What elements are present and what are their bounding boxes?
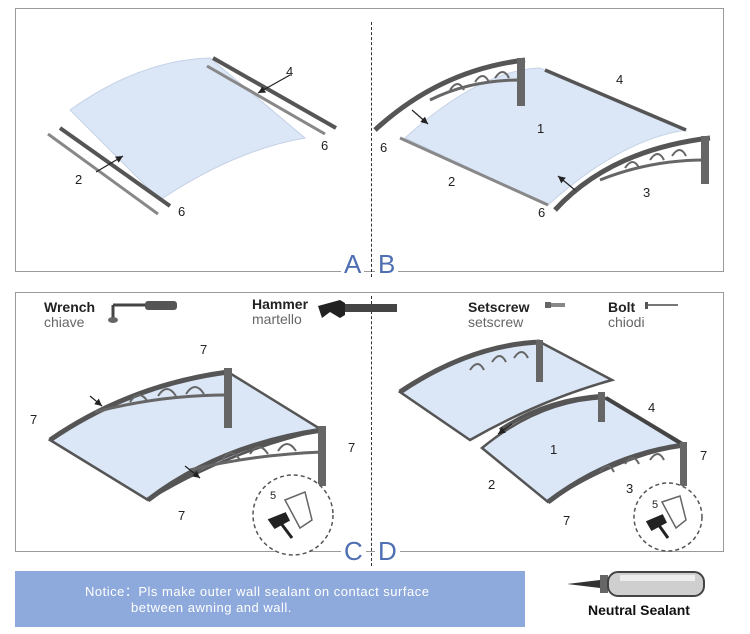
part-label: 3: [643, 185, 651, 200]
part-label: 7: [348, 440, 356, 455]
bolt-icon: [645, 302, 678, 309]
part-label: 2: [448, 174, 456, 189]
part-label: 4: [648, 400, 656, 415]
step-b-label: B: [375, 250, 399, 278]
divider-cd: [371, 296, 372, 566]
tool-bolt-alt: chiodi: [608, 314, 645, 330]
tool-setscrew: Setscrew setscrew: [468, 300, 529, 330]
step-d-label: D: [375, 537, 400, 565]
step-c-arrow-left: [89, 395, 103, 407]
step-c-detail-circle: [252, 474, 334, 556]
setscrew-icon: [545, 302, 565, 308]
notice-line-2: between awning and wall.: [131, 600, 292, 615]
part-label: 7: [563, 513, 571, 528]
part-label: 1: [550, 442, 558, 457]
sealant-tube-icon: [567, 571, 705, 597]
step-d-sheet-back: [397, 339, 616, 442]
wrench-icon: [108, 301, 177, 323]
step-a-label: A: [341, 250, 365, 278]
step-a-rail-bottom: [47, 126, 172, 216]
part-label: 5: [270, 490, 277, 502]
hammer-icon: [318, 300, 397, 318]
notice-line-1: Notice：Pls make outer wall sealant on co…: [85, 584, 430, 599]
part-label: 6: [538, 205, 546, 220]
part-label: 2: [488, 477, 496, 492]
divider-ab: [371, 22, 372, 277]
step-b-arrow-left: [411, 109, 429, 125]
part-label: 6: [380, 140, 388, 155]
tool-hammer: Hammer martello: [252, 297, 308, 327]
part-label: 7: [178, 508, 186, 523]
step-a-sheet: [69, 57, 307, 201]
tool-wrench-alt: chiave: [44, 314, 85, 330]
tool-hammer-name: Hammer: [252, 296, 309, 312]
sealant-label: Neutral Sealant: [588, 602, 690, 618]
part-label: 6: [321, 138, 329, 153]
step-b-arrow-right: [557, 175, 576, 191]
step-b-bracket-left: [373, 57, 526, 132]
step-d-sheet-front: [480, 392, 687, 504]
part-label: 6: [178, 204, 186, 219]
step-c-bracket-back: [48, 368, 232, 443]
step-d-detail-circle: [633, 482, 703, 552]
part-label: 7: [200, 342, 208, 357]
tool-setscrew-alt: setscrew: [468, 314, 524, 330]
tool-bolt: Bolt chiodi: [608, 300, 645, 330]
part-label: 1: [537, 121, 545, 136]
tool-setscrew-name: Setscrew: [468, 299, 530, 315]
step-a-rail-top: [206, 56, 337, 136]
part-label: 5: [652, 499, 659, 511]
step-b-sheet: [399, 67, 688, 207]
step-c-arrow-right: [184, 465, 201, 479]
step-a-arrow-top: [257, 74, 291, 94]
step-c-label: C: [341, 537, 366, 565]
part-label: 3: [626, 481, 634, 496]
part-label: 4: [616, 72, 624, 87]
part-label: 2: [75, 172, 83, 187]
step-a-arrow-bottom: [95, 155, 124, 173]
tool-bolt-name: Bolt: [608, 299, 636, 315]
step-d-arrow: [497, 423, 513, 435]
tool-hammer-alt: martello: [252, 311, 302, 327]
tool-wrench-name: Wrench: [44, 299, 96, 315]
part-label: 4: [286, 64, 294, 79]
step-c-bracket-front: [146, 426, 326, 502]
tool-wrench: Wrench chiave: [44, 300, 95, 330]
part-label: 7: [700, 448, 708, 463]
notice-box: Notice：Pls make outer wall sealant on co…: [15, 571, 525, 627]
step-b-bracket-right: [553, 135, 711, 212]
part-label: 7: [30, 412, 38, 427]
